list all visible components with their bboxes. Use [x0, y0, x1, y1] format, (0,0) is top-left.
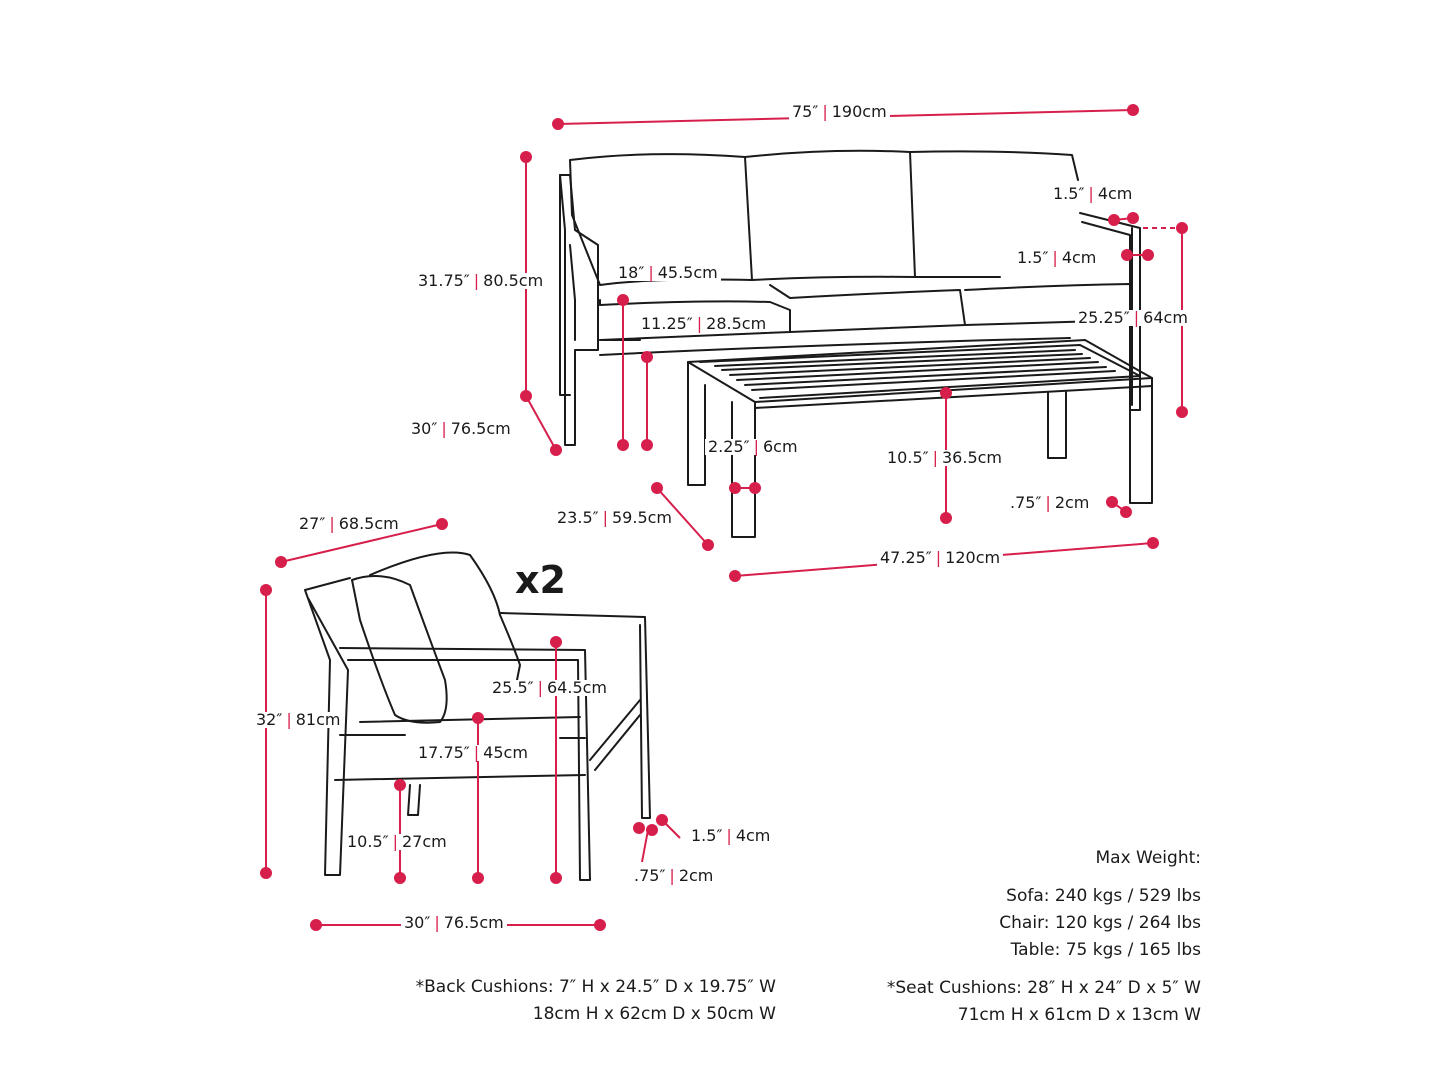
table-drawing: [687, 339, 1153, 538]
table-leg-width-label: 2.25″|6cm: [705, 439, 801, 455]
table-leg-thickness-label: .75″|2cm: [1007, 495, 1093, 511]
quantity-badge: x2: [515, 558, 566, 602]
back-cushions-metric: 18cm H x 62cm D x 50cm W: [532, 1004, 776, 1024]
sofa-drawing: [559, 149, 1141, 446]
max-weight-chair: Chair: 120 kgs / 264 lbs: [999, 913, 1201, 933]
sofa-arm-frame-width-label: 1.5″|4cm: [1014, 250, 1100, 266]
sofa-seat-height-label: 11.25″|28.5cm: [638, 316, 770, 332]
max-weight-sofa: Sofa: 240 kgs / 529 lbs: [1006, 886, 1201, 906]
chair-width-label: 30″|76.5cm: [401, 915, 507, 931]
chair-seat-height-label: 17.75″|45cm: [415, 745, 531, 761]
sofa-depth-label: 30″|76.5cm: [408, 421, 514, 437]
chair-clearance-label: 10.5″|27cm: [344, 834, 450, 850]
sofa-width-label: 75″|190cm: [789, 104, 890, 120]
max-weight-table: Table: 75 kgs / 165 lbs: [1010, 940, 1201, 960]
sofa-arm-top-width-label: 1.5″|4cm: [1050, 186, 1136, 202]
chair-height-label: 32″|81cm: [253, 712, 344, 728]
chair-depth-label: 27″|68.5cm: [296, 516, 402, 532]
chair-arm-height-label: 25.5″|64.5cm: [489, 680, 611, 696]
table-width-label: 47.25″|120cm: [877, 550, 1004, 566]
seat-cushions-metric: 71cm H x 61cm D x 13cm W: [957, 1005, 1201, 1025]
sofa-seat-depth-label: 18″|45.5cm: [615, 265, 721, 281]
back-cushions-imperial: *Back Cushions: 7″ H x 24.5″ D x 19.75″ …: [415, 977, 776, 997]
table-height-label: 10.5″|36.5cm: [884, 450, 1006, 466]
chair-leg-thickness-label: .75″|2cm: [631, 868, 717, 884]
sofa-height-label: 31.75″|80.5cm: [415, 273, 547, 289]
chair-leg-width-label: 1.5″|4cm: [688, 828, 774, 844]
table-depth-label: 23.5″|59.5cm: [554, 510, 676, 526]
sofa-arm-height-label: 25.25″|64cm: [1075, 310, 1191, 326]
max-weight-title: Max Weight:: [1095, 848, 1201, 868]
chair-drawing: [304, 551, 651, 881]
seat-cushions-imperial: *Seat Cushions: 28″ H x 24″ D x 5″ W: [886, 978, 1201, 998]
